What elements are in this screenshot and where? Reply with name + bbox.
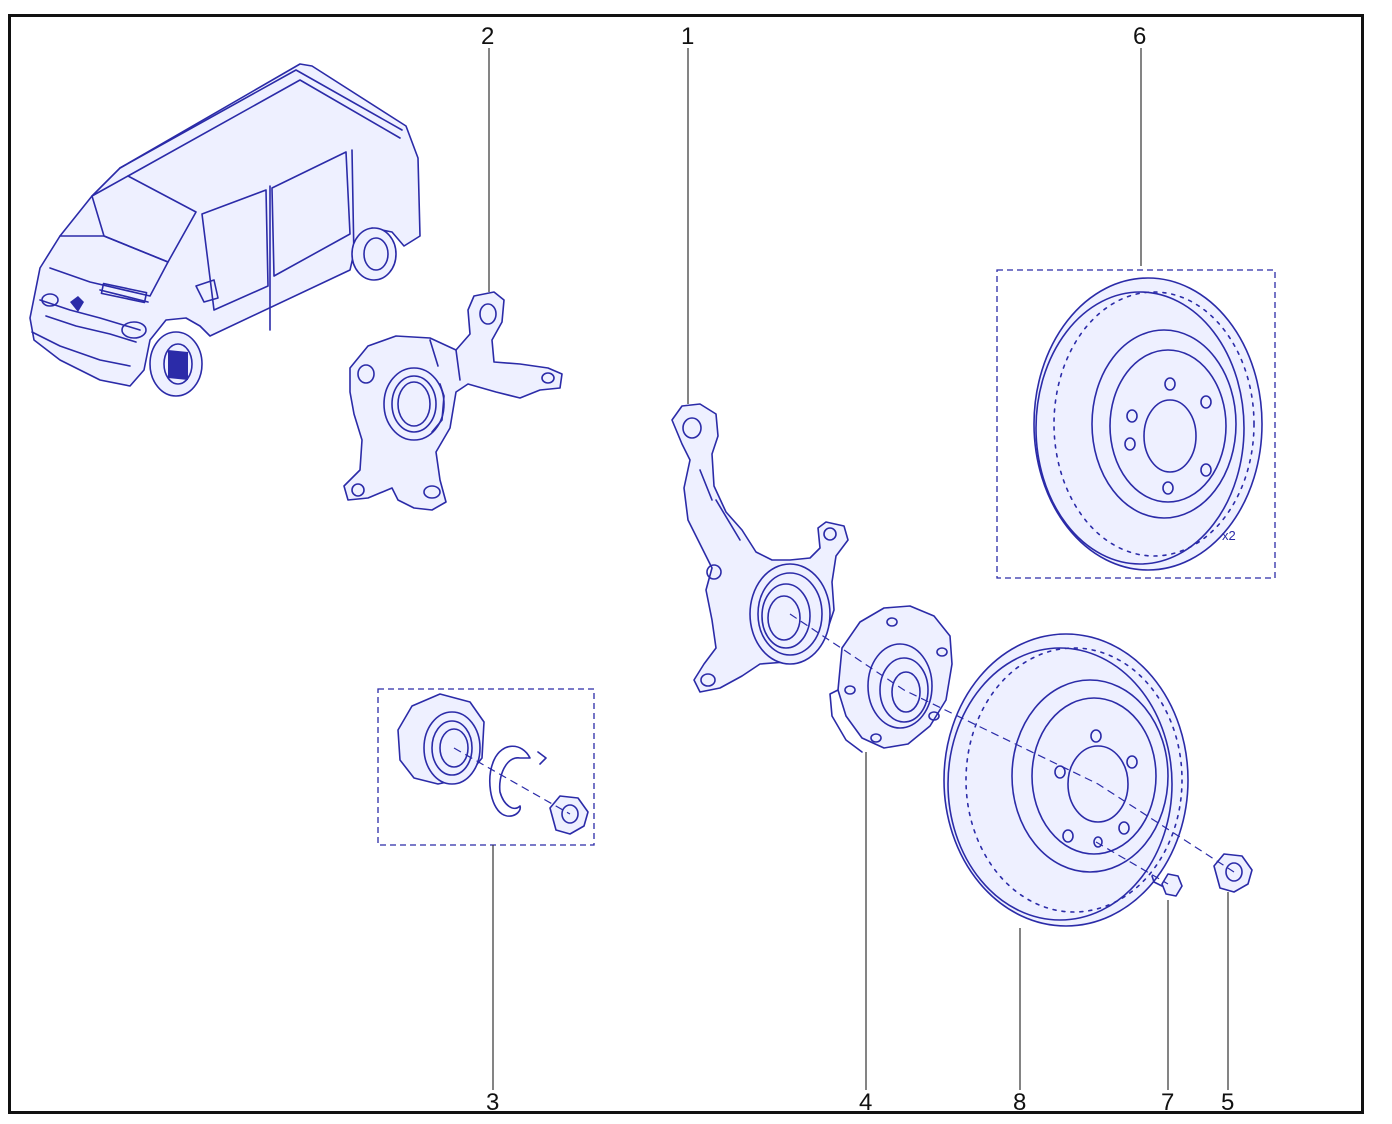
callout-1: 1 [681, 23, 694, 50]
leader-lines [488, 48, 1229, 1090]
wheel-hub [829, 605, 953, 753]
callout-7: 7 [1161, 1089, 1174, 1116]
steering-knuckle-left [343, 291, 563, 511]
disc-kit-box [996, 269, 1276, 579]
wheel-bearing [397, 693, 485, 785]
brake-disc-pair [1033, 277, 1263, 571]
steering-knuckle-center [671, 403, 849, 693]
callout-2: 2 [481, 23, 494, 50]
assembly-axes [453, 613, 1235, 885]
disc-screw [1151, 873, 1183, 897]
axle-nut [1213, 853, 1253, 893]
van-illustration [29, 63, 421, 397]
callout-4: 4 [859, 1089, 872, 1116]
kit-quantity-label: x2 [1222, 528, 1236, 543]
callout-6: 6 [1133, 23, 1146, 50]
callout-3: 3 [486, 1089, 499, 1116]
brake-disc [943, 633, 1189, 927]
bearing-kit-box [377, 688, 595, 846]
hub-nut [549, 795, 589, 835]
callout-5: 5 [1221, 1089, 1234, 1116]
callout-8: 8 [1013, 1089, 1026, 1116]
circlip [489, 745, 547, 817]
